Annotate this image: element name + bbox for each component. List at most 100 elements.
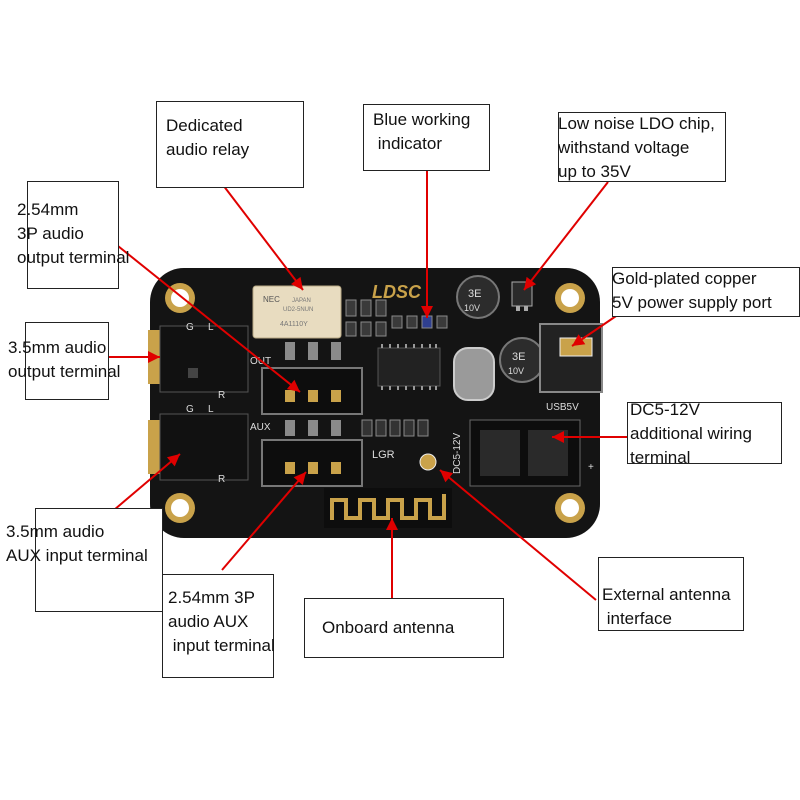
silk-r-aux: R [218, 474, 225, 485]
callout-line: indicator [373, 134, 442, 153]
callout-box-ldo [558, 112, 726, 182]
arrow-line-aux-254 [221, 471, 307, 571]
callout-line: DC5-12V [630, 400, 700, 419]
main-ic [377, 344, 441, 390]
arrow-head-relay [290, 276, 303, 290]
arrow-head-output-35 [148, 351, 160, 363]
callout-line: additional wiring [630, 424, 752, 443]
callout-line: 3P audio [17, 224, 84, 243]
external-antenna-connector [419, 453, 437, 471]
callout-line: terminal [630, 448, 691, 467]
onboard-antenna [324, 488, 452, 528]
relay-line2: UD2-5NUN [283, 307, 313, 313]
ldo-pin [516, 306, 520, 311]
header-pads [285, 342, 341, 436]
callout-line: 2.54mm [17, 200, 79, 219]
smd-resistor-row [361, 419, 429, 437]
callout-line: Low noise LDO chip, [558, 114, 715, 133]
arrow-head-antenna [386, 518, 398, 530]
callout-line: AUX input terminal [6, 546, 148, 565]
jack-aux-35 [148, 413, 249, 481]
mounting-hole-center [171, 499, 189, 517]
arrow-head-output-terminal-254 [286, 379, 300, 392]
relay-line3: 4A1110Y [280, 321, 308, 328]
arrow-head-usb-port [572, 334, 586, 346]
callout-line: up to 35V [558, 162, 631, 181]
arrow-line-ldo [523, 181, 609, 291]
arrow-head-ldo [524, 276, 537, 290]
capacitor-2: 3E 10V [499, 337, 545, 383]
callout-box-output-35 [25, 322, 109, 400]
callout-label-relay: Dedicated audio relay [166, 114, 249, 162]
callout-line: External antenna [602, 585, 731, 604]
header-output-254 [261, 367, 363, 415]
cap2-value: 3E [512, 351, 525, 363]
ldo-pin [524, 306, 528, 311]
callout-label-usb-port: Gold-plated copper 5V power supply port [612, 267, 772, 315]
callout-box-relay [156, 101, 304, 188]
callout-line: Dedicated [166, 116, 243, 135]
arrow-line-output-terminal-254 [117, 245, 301, 393]
callout-label-dc-terminal: DC5-12V additional wiring terminal [630, 398, 752, 470]
silk-usb5v: USB5V [546, 402, 579, 413]
cap2-rating: 10V [508, 366, 524, 376]
callout-line: input terminal [168, 636, 275, 655]
jack-output-35 [148, 325, 249, 393]
audio-relay: NEC JAPAN UD2-5NUN 4A1110Y [252, 285, 342, 339]
relay-line1: JAPAN [292, 298, 311, 304]
arrow-line-relay [222, 184, 304, 291]
arrow-line-aux-35 [113, 453, 181, 511]
callout-box-antenna [304, 598, 504, 658]
arrow-head-dc-terminal [552, 431, 564, 443]
callout-line: 5V power supply port [612, 293, 772, 312]
callout-box-dc-terminal [627, 402, 782, 464]
silk-l-out: L [208, 322, 214, 333]
arrow-head-aux-35 [166, 454, 180, 467]
callout-label-aux-254: 2.54mm 3P audio AUX input terminal [168, 586, 275, 658]
arrow-line-ext-antenna [439, 469, 597, 601]
callout-line: audio AUX [168, 612, 249, 631]
callout-label-antenna: Onboard antenna [322, 616, 454, 640]
arrow-head-ext-antenna [440, 470, 454, 483]
silk-dc: DC5-12V [452, 433, 463, 474]
callout-line: output terminal [8, 362, 121, 381]
annotation-arrows [108, 165, 628, 601]
callout-box-ext-antenna [598, 557, 744, 631]
callout-label-output-35: 3.5mm audio output terminal [8, 336, 120, 384]
board-brand: LDSC [372, 282, 422, 302]
callout-line: output terminal [17, 248, 130, 267]
cap1-rating: 10V [464, 303, 480, 313]
usb-port [539, 323, 603, 393]
mounting-hole-center [561, 289, 579, 307]
callout-label-blue-indicator: Blue working indicator [373, 108, 470, 156]
silk-plus: + [588, 462, 594, 473]
silk-g-out: G [186, 322, 194, 333]
callout-line: audio relay [166, 140, 250, 159]
callout-box-blue-indicator [363, 104, 490, 171]
dc-terminal [469, 419, 581, 487]
silk-lgr: LGR [372, 449, 395, 461]
callout-box-output-terminal-254 [27, 181, 119, 289]
callout-line: Gold-plated copper [612, 269, 757, 288]
silk-l-aux: L [208, 404, 214, 415]
callout-label-output-terminal-254: 2.54mm 3P audio output terminal [17, 198, 129, 270]
crystal [453, 347, 495, 401]
mounting-hole-center [561, 499, 579, 517]
callout-line: Blue working [373, 110, 471, 129]
callout-line: 3.5mm audio [6, 522, 105, 541]
callout-box-aux-35 [35, 508, 163, 612]
callout-line: interface [602, 609, 672, 628]
callout-line: Onboard antenna [322, 618, 455, 637]
callout-line: 3.5mm audio [8, 338, 107, 357]
silk-r-out: R [218, 390, 225, 401]
arrow-head-aux-254 [293, 472, 306, 486]
callout-line: withstand voltage [558, 138, 690, 157]
callout-box-usb-port [612, 267, 800, 317]
cap1-value: 3E [468, 288, 481, 300]
callout-label-ext-antenna: External antenna interface [602, 583, 731, 631]
header-aux-254 [261, 439, 363, 487]
callout-line: 2.54mm 3P [168, 588, 255, 607]
